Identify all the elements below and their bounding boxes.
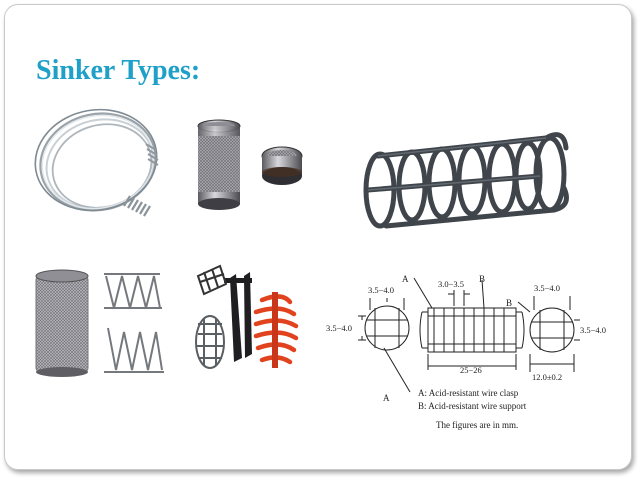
mesh-and-spring-sinkers-image — [35, 269, 164, 377]
dim-height: 12.0±0.2 — [532, 372, 562, 382]
dim-right-side: 3.5−4.0 — [580, 325, 606, 335]
label-a-top: A — [402, 274, 409, 284]
legend-b: B: Acid-resistant wire support — [418, 401, 527, 411]
mesh-basket-sinker-image — [197, 119, 303, 210]
dim-left-side: 3.5−4.0 — [326, 323, 352, 333]
legend-note: The figures are in mm. — [436, 420, 518, 430]
dim-right-top: 3.5−4.0 — [534, 283, 560, 293]
dim-center-top: 3.0−3.5 — [438, 279, 464, 289]
dim-length: 25−26 — [460, 365, 482, 375]
sinker-dimension-diagram: A B B A 3.5−4.0 3.0−3.5 3.5−4.0 3.5−4.0 … — [326, 274, 606, 430]
dim-left-top: 3.5−4.0 — [368, 285, 394, 295]
label-b-top: B — [479, 274, 485, 284]
label-a-bottom: A — [383, 393, 390, 403]
assorted-sinkers-image — [195, 264, 299, 369]
legend-a: A: Acid-resistant wire clasp — [418, 388, 519, 398]
coiled-wire-sinker-image — [34, 108, 159, 217]
slide-frame — [4, 4, 632, 470]
slide-title: Sinker Types: — [36, 55, 201, 86]
label-b-right: B — [506, 298, 512, 308]
cage-sinker-image — [363, 132, 569, 229]
